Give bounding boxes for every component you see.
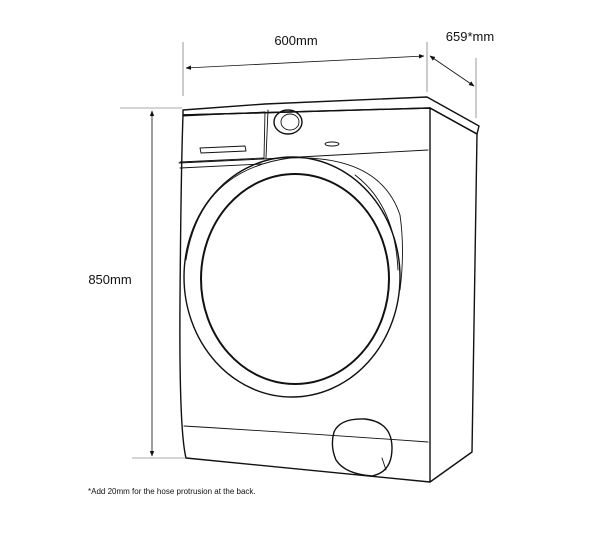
washing-machine — [178, 96, 480, 483]
service-hatch-detail — [381, 457, 387, 471]
door-recess-arch — [185, 157, 403, 291]
control-panel-edge — [178, 149, 429, 164]
height-label: 850mm — [88, 272, 131, 287]
control-panel-divider — [265, 109, 269, 159]
width-dimension: 600mm — [182, 33, 428, 96]
depth-dimension: 659*mm — [429, 29, 494, 118]
top-panel — [182, 96, 480, 135]
height-dimension: 850mm — [88, 107, 186, 459]
door-handle — [354, 174, 399, 271]
service-hatch — [331, 418, 393, 477]
program-dial-inner — [280, 113, 300, 131]
depth-dimension-arrow — [429, 55, 475, 87]
plinth-line — [183, 425, 429, 443]
detergent-drawer-handle — [199, 145, 247, 154]
door-glass — [200, 173, 390, 385]
detergent-drawer — [179, 111, 266, 163]
width-dimension-arrow — [185, 54, 425, 70]
footnote: *Add 20mm for the hose protrusion at the… — [88, 487, 256, 496]
control-panel-edge-inner — [179, 163, 263, 169]
door-outer-ring — [183, 156, 401, 398]
front-panel — [179, 107, 431, 483]
depth-label: 659*mm — [446, 29, 494, 44]
indicator-light — [324, 141, 340, 147]
width-label: 600mm — [274, 33, 317, 48]
program-dial — [273, 109, 303, 135]
side-panel — [429, 107, 478, 483]
